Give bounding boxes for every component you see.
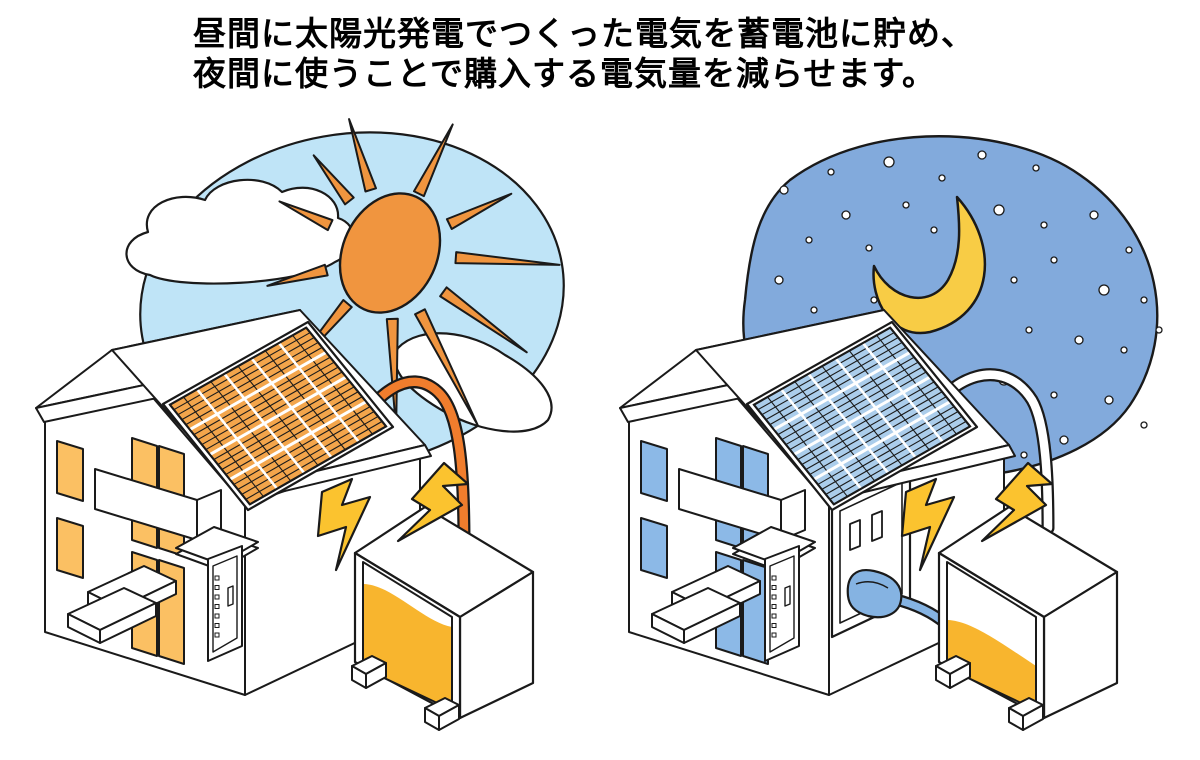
day-scene	[35, 118, 565, 731]
star-icon	[1040, 221, 1048, 229]
sun-ray	[445, 192, 513, 231]
battery-foot	[949, 662, 971, 689]
sun-ray	[312, 154, 355, 206]
entrance-steps	[683, 602, 741, 644]
lightning-icon	[980, 461, 1054, 543]
door-dot	[214, 604, 220, 609]
sun-ray	[412, 123, 454, 198]
star-icon	[1074, 335, 1084, 345]
door-dot	[214, 585, 220, 590]
storage-battery	[935, 505, 1119, 731]
lightning-icon	[396, 461, 470, 543]
caption-line-1: 昼間に太陽光発電でつくった電気を蓄電池に貯め、	[193, 15, 975, 52]
star-icon	[1125, 246, 1133, 254]
star-icon	[993, 204, 1005, 216]
balcony	[780, 489, 806, 541]
window	[56, 517, 84, 579]
door-dot	[771, 585, 777, 590]
star-icon	[810, 306, 818, 314]
door-dot	[214, 632, 220, 638]
sun-ray	[414, 308, 479, 426]
battery-foot	[438, 704, 460, 731]
entrance-door	[207, 545, 243, 662]
sun-ray	[439, 286, 528, 354]
porch-roof	[732, 526, 816, 565]
entrance-door-panel	[212, 555, 238, 653]
sun-rays	[266, 118, 561, 430]
solar-panel	[752, 326, 972, 506]
star-icon	[1010, 276, 1018, 284]
moon-icon	[872, 195, 987, 335]
star-icon	[1050, 256, 1058, 264]
star-icon	[977, 150, 987, 160]
door-handle	[784, 585, 791, 607]
caption: 昼間に太陽光発電でつくった電気を蓄電池に貯め、 夜間に使うことで購入する電気量を…	[193, 14, 1023, 94]
night-scene	[619, 135, 1163, 731]
star-icon	[1050, 391, 1058, 399]
entrance-door-panel	[769, 555, 795, 653]
door-dot	[771, 604, 777, 609]
window	[640, 517, 668, 579]
star-icon	[1032, 164, 1040, 172]
star-icon	[1098, 284, 1110, 296]
door-dot	[214, 623, 220, 628]
caption-line-2: 夜間に使うことで購入する電気量を減らせます。	[193, 55, 937, 92]
battery-foot	[1022, 704, 1044, 731]
lightning-icon	[316, 477, 372, 572]
cloud-icon	[393, 332, 553, 433]
star-icon	[1155, 326, 1163, 334]
star-icon	[1025, 326, 1033, 334]
solar-panel	[168, 326, 388, 506]
sun-ray	[278, 200, 334, 232]
star-icon	[870, 296, 878, 304]
outlet-slot	[871, 510, 883, 542]
door-handle	[227, 585, 234, 607]
star-icon	[779, 185, 789, 195]
storage-battery	[351, 505, 535, 731]
star-icon	[774, 275, 784, 285]
door-dot	[214, 594, 220, 600]
door-dot	[771, 613, 777, 619]
star-icon	[841, 210, 851, 220]
sun-icon	[338, 192, 442, 314]
star-icon	[1020, 451, 1028, 459]
star-icon	[827, 168, 835, 176]
door-dot	[771, 623, 777, 628]
entrance-door	[764, 545, 800, 662]
star-icon	[1104, 395, 1114, 405]
wall-outlet	[830, 466, 952, 639]
star-icon	[805, 236, 813, 244]
sun-ray	[385, 317, 399, 430]
star-icon	[1140, 421, 1148, 429]
star-icon	[1059, 435, 1069, 445]
battery-charge	[948, 620, 1036, 710]
star-icon	[1140, 296, 1148, 304]
star-icon	[865, 244, 873, 252]
star-icon	[1120, 346, 1128, 354]
door-dot	[771, 632, 777, 638]
door-dot	[771, 594, 777, 600]
battery-foot	[365, 662, 387, 689]
lightning-icon	[900, 477, 956, 572]
door-dot	[214, 575, 220, 581]
sun-ray	[266, 263, 329, 287]
plug-detail	[855, 581, 889, 589]
entrance-steps	[99, 602, 157, 644]
window	[56, 440, 84, 502]
door-dot	[771, 575, 777, 581]
star-icon	[902, 201, 910, 209]
sun-ray	[348, 118, 377, 193]
porch-roof	[175, 526, 259, 565]
star-icon	[883, 156, 895, 168]
outlet-slot	[849, 519, 861, 551]
star-icon	[938, 174, 946, 182]
window	[640, 440, 668, 502]
sun-ray	[454, 251, 561, 266]
door-dot	[214, 613, 220, 619]
star-icon	[1089, 210, 1099, 220]
star-icon	[930, 226, 938, 234]
